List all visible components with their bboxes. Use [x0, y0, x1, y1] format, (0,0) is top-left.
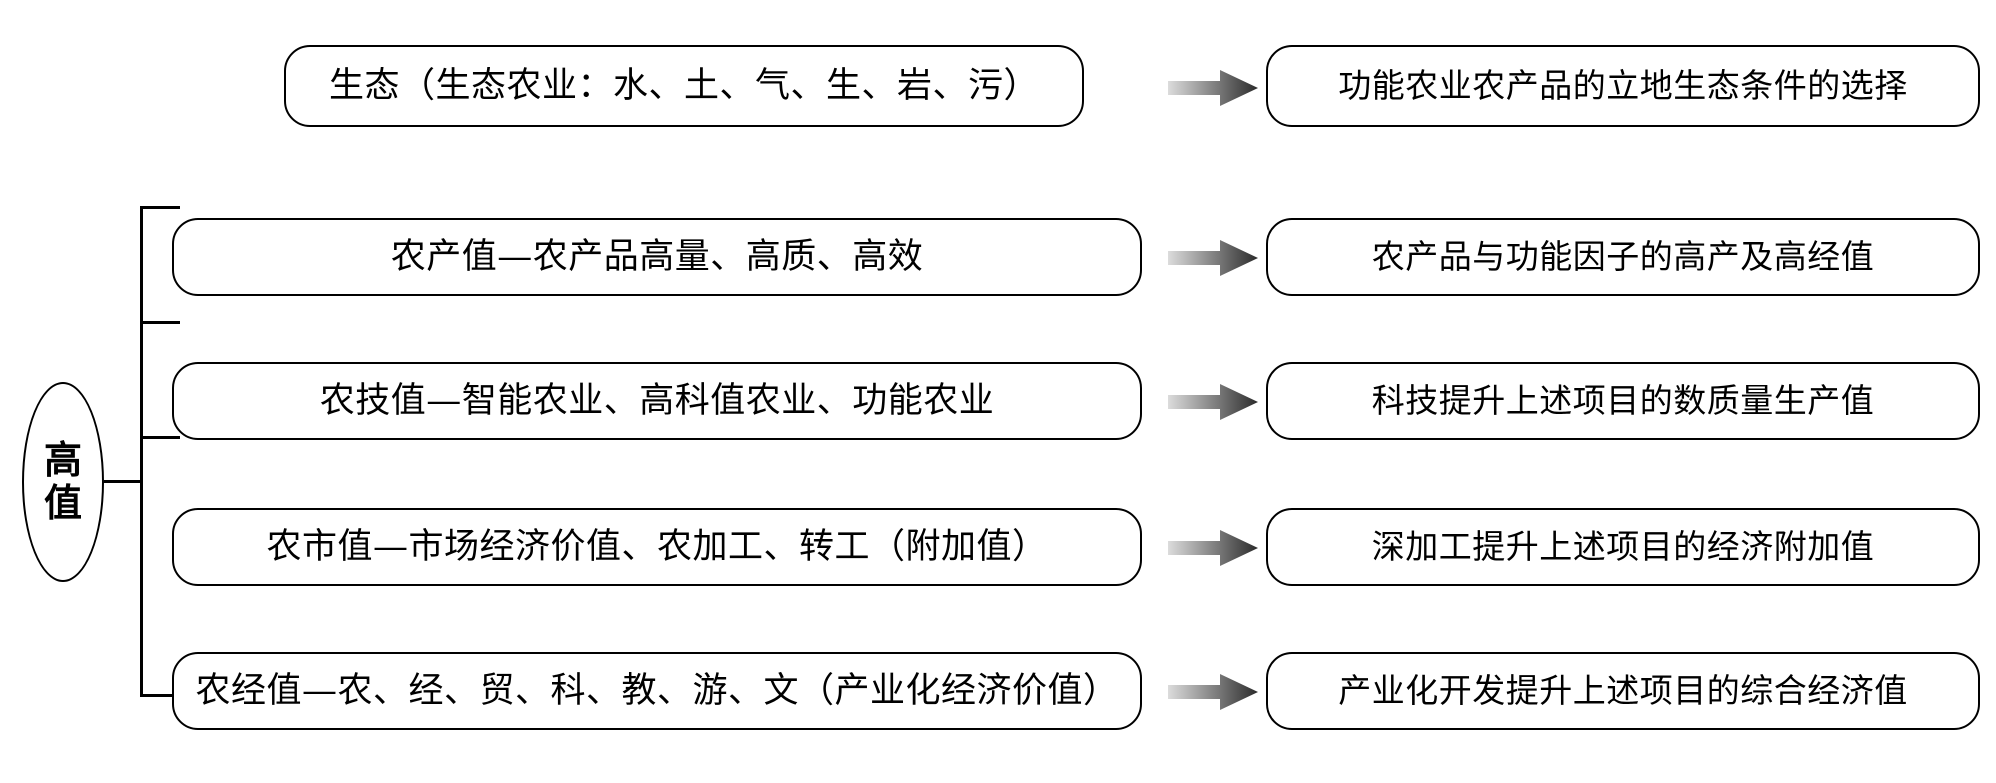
value-box-left-4: 农经值—农、经、贸、科、教、游、文（产业化经济价值）: [172, 652, 1142, 730]
eco-target-box: 功能农业农产品的立地生态条件的选择: [1266, 45, 1980, 127]
hub-label-line1: 高: [43, 437, 82, 483]
value-box-right-2: 科技提升上述项目的数质量生产值: [1266, 362, 1980, 440]
bracket-stub-hub: [104, 480, 143, 483]
value-box-left-1: 农产值—农产品高量、高质、高效: [172, 218, 1142, 296]
eco-source-box: 生态（生态农业：水、土、气、生、岩、污）: [284, 45, 1084, 127]
hub-label-line2: 值: [43, 480, 82, 525]
gradient-right-arrow-icon: [1168, 384, 1258, 420]
bracket-stub-row-1: [140, 206, 180, 209]
bracket-stub-row-4: [140, 694, 180, 697]
hub-ellipse-high-value: 高 值: [22, 382, 104, 582]
gradient-right-arrow-icon: [1168, 240, 1258, 276]
bracket-stub-row-3: [140, 436, 180, 439]
gradient-right-arrow-icon: [1168, 70, 1258, 106]
value-box-left-3: 农市值—市场经济价值、农加工、转工（附加值）: [172, 508, 1142, 586]
gradient-right-arrow-icon: [1168, 674, 1258, 710]
gradient-right-arrow-icon: [1168, 530, 1258, 566]
value-box-left-2: 农技值—智能农业、高科值农业、功能农业: [172, 362, 1142, 440]
value-box-right-3: 深加工提升上述项目的经济附加值: [1266, 508, 1980, 586]
value-box-right-4: 产业化开发提升上述项目的综合经济值: [1266, 652, 1980, 730]
bracket-stub-row-2: [140, 321, 180, 324]
bracket-spine: [140, 206, 143, 695]
value-box-right-1: 农产品与功能因子的高产及高经值: [1266, 218, 1980, 296]
